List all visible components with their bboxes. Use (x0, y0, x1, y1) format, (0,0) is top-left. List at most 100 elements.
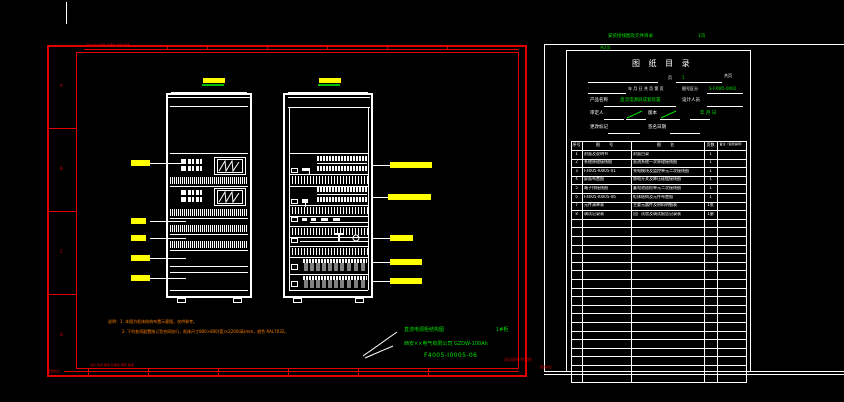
form-scale-value: S-FXW5-0002 (709, 86, 737, 91)
bom-rule[interactable] (571, 261, 746, 263)
right-header-page: 1页 (698, 34, 706, 39)
cabinet-2-callout-leader-0 (373, 165, 400, 166)
bom-cell: 元件清单表 (584, 203, 604, 208)
bom-rule[interactable] (571, 304, 746, 306)
cabinet-2-shell (283, 93, 373, 298)
note-line-1: 说明：1. 本图为柜体结构布置示意图，仅供参考。 (108, 319, 198, 324)
bom-cell: 蓄电池巡检单元二次接线图 (633, 186, 681, 190)
stamp-leader-lines (363, 331, 398, 359)
cabinet-1-vent-3 (170, 225, 248, 232)
bom-cell: 直流系统一次原理接线图 (633, 160, 677, 165)
bom-rule[interactable] (571, 193, 746, 194)
bom-rule[interactable] (571, 313, 746, 315)
bom-cell: 1 (709, 186, 712, 190)
bom-cell: 主要元器件及材料明细表 (633, 203, 677, 208)
bom-rule[interactable] (571, 150, 746, 151)
bom-rule[interactable] (571, 339, 746, 341)
bom-header-3: 页数 (706, 142, 715, 147)
stray-construction-line (66, 2, 67, 24)
bom-cell: 5 (575, 186, 578, 190)
bom-rule[interactable] (571, 330, 746, 332)
bom-header-1: 图 号 (595, 142, 618, 147)
cabinet-1-title-underline (202, 84, 224, 86)
bom-cell: 调试记录表 (584, 211, 604, 216)
bom-rule[interactable] (571, 141, 572, 384)
bom-rule[interactable] (571, 373, 746, 375)
bom-rule[interactable] (571, 236, 746, 237)
bom-rule[interactable] (571, 287, 746, 289)
right-header-rule (544, 44, 844, 45)
bom-rule[interactable] (631, 141, 632, 384)
form-product-value: 直流电源屏成套装置 (620, 98, 661, 103)
cabinet-2-connector-1 (302, 168, 310, 171)
cabinet-2-feeder-symbols-2 (304, 280, 365, 288)
bom-rule[interactable] (571, 218, 746, 220)
bom-cell: 1册 (707, 211, 714, 216)
form-project-label: 页 (668, 75, 672, 80)
bom-rule[interactable] (571, 296, 746, 298)
cabinet-2-module-2-terminals-top (317, 187, 367, 192)
right-doc-title: 图 纸 目 录 (632, 59, 693, 68)
bom-rule[interactable] (571, 244, 746, 246)
bom-rule[interactable] (571, 356, 746, 358)
cabinet-2-vent-1 (289, 176, 368, 184)
form-signature-1 (626, 110, 643, 119)
form-date-green: 年 月 日 (700, 111, 717, 116)
cabinet-1-title-chip (203, 78, 225, 83)
bom-header-4: 备注（使用说明） (719, 142, 744, 146)
right-header-sub: 共2页 (600, 45, 611, 50)
cabinet-1-callout-leader-3 (150, 258, 186, 259)
bom-rule[interactable] (571, 365, 746, 366)
form-sign-label: 签名日期 (648, 125, 666, 130)
bom-rule[interactable] (571, 141, 746, 142)
bom-rule[interactable] (571, 322, 746, 323)
cabinet-2-callout-leader-3 (373, 262, 400, 263)
bom-cell: 1 (709, 151, 712, 156)
bom-rule[interactable] (571, 184, 746, 186)
zone-label-a: A (60, 83, 63, 88)
bom-cell: 7 (575, 203, 578, 208)
cabinet-1-callout-chip-2 (131, 235, 146, 241)
bom-rule[interactable] (582, 141, 583, 384)
note-line-2: 2. 下列各项配置按订货合同执行，柜体尺寸800×800(宽)×2200(高)m… (122, 329, 289, 334)
cabinet-1-top-cap (171, 92, 247, 94)
cabinet-2-device-tag-3 (291, 217, 298, 222)
cabinet-1-shell (166, 93, 252, 298)
cabinet-1-meter-2-inner (217, 190, 243, 204)
cabinet-2-foot-right (355, 298, 364, 303)
cabinet-1-foot-right (233, 298, 242, 303)
bom-cell: F4005-I0005-01 (584, 168, 616, 173)
bom-rule[interactable] (571, 167, 746, 169)
bom-rule[interactable] (571, 210, 746, 212)
top-title-strip: 设计 校对 审核 标准化 审定 批准 (86, 43, 130, 47)
bom-rule[interactable] (571, 175, 746, 177)
cabinet-2-vent-4 (289, 248, 368, 255)
bom-rule[interactable] (571, 201, 746, 203)
cabinet-2-callout-leader-1 (373, 197, 400, 198)
bom-cell: 6 (575, 194, 578, 199)
bom-cell: 1 (709, 194, 712, 199)
bom-rule[interactable] (571, 347, 746, 349)
cabinet-2-module-1-terminals-top (317, 156, 367, 161)
bom-rule[interactable] (571, 382, 746, 384)
cabinet-2-device-tag-5 (291, 264, 298, 270)
bom-rule[interactable] (571, 279, 746, 280)
cabinet-2-callout-leader-4 (373, 281, 400, 282)
cabinet-2-title-chip (319, 78, 341, 83)
cabinet-2-connector-2 (302, 199, 308, 203)
bom-rule[interactable] (571, 158, 746, 160)
bom-rule[interactable] (571, 270, 746, 272)
bom-cell: 2 (575, 160, 578, 165)
cabinet-2-callout-leader-2 (373, 238, 400, 239)
bom-rule[interactable] (571, 253, 746, 255)
bom-cell: 1张 (707, 203, 714, 208)
zone-label-c: C (60, 249, 63, 254)
cabinet-1-callout-leader-2 (150, 238, 186, 239)
right-header-title: 安装接线图及元件目录 (608, 34, 653, 39)
bom-rule[interactable] (704, 141, 705, 384)
bom-rule[interactable] (717, 141, 718, 384)
bom-rule[interactable] (746, 141, 747, 384)
bom-cell: 封面及说明书 (584, 151, 608, 156)
bom-rule[interactable] (571, 227, 746, 229)
bom-cell: 1 (709, 160, 712, 165)
